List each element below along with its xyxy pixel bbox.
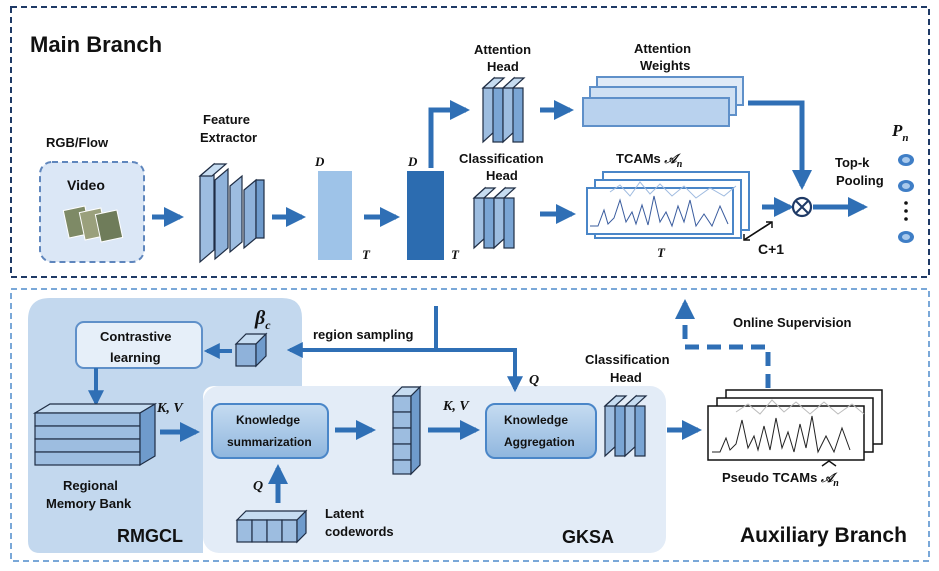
- tcams-stack-icon: [586, 171, 750, 239]
- contrastive-label-1: Contrastive: [100, 329, 172, 344]
- attention-weights-label-2: Weights: [640, 58, 690, 73]
- rmgcl-label: RMGCL: [117, 526, 183, 546]
- aux-classification-label-2: Head: [610, 370, 642, 385]
- knowledge-aggregation-box: [485, 403, 597, 459]
- feature-extractor-label-1: Feature: [203, 112, 250, 127]
- kv-label-2: K, V: [442, 399, 470, 414]
- dim-d-label-2: D: [407, 154, 418, 169]
- dim-t-label-2: T: [451, 247, 460, 262]
- feature-extractor-label-2: Extractor: [200, 130, 257, 145]
- aux-classification-label-1: Classification: [585, 352, 670, 367]
- main-branch-frame: [10, 6, 930, 278]
- region-sampling-label: region sampling: [313, 327, 413, 342]
- dim-t-label-1: T: [362, 247, 371, 262]
- attention-head-label-2: Head: [487, 59, 519, 74]
- knowledge-summarization-label-1: Knowledge: [236, 413, 300, 427]
- c-plus-one-arrow: [743, 221, 773, 241]
- aux-classification-head-icon: [603, 394, 648, 458]
- multiply-icon: [791, 196, 813, 218]
- gksa-label: GKSA: [562, 527, 614, 547]
- output-dots-icon: [898, 154, 914, 243]
- dim-d-label-1: D: [314, 154, 325, 169]
- beta-label: βc: [254, 307, 271, 332]
- output-subscript: n: [902, 132, 908, 144]
- kv-label-1: K, V: [156, 401, 184, 416]
- latent-codewords-icon: [235, 509, 308, 544]
- latent-codewords-label-1: Latent: [325, 506, 365, 521]
- c-plus-one-label: C+1: [758, 241, 784, 257]
- input-label: RGB/Flow: [46, 135, 109, 150]
- contrastive-learning-box: [75, 321, 203, 369]
- arrow-to-attention: [428, 100, 470, 168]
- q-label-top: Q: [529, 373, 539, 388]
- classification-head-icon: [472, 186, 517, 250]
- beta-vector-icon: [234, 332, 268, 368]
- video-frames-icon: [62, 205, 124, 243]
- knowledge-aggregation-label-1: Knowledge: [504, 413, 568, 427]
- pseudo-hat-mark: [821, 460, 837, 467]
- topk-label-2: Pooling: [836, 173, 884, 188]
- memory-bank-label-1: Regional: [63, 478, 118, 493]
- online-supervision-label: Online Supervision: [733, 315, 852, 330]
- attention-head-icon: [481, 76, 526, 144]
- pseudo-subscript: n: [833, 478, 839, 489]
- online-supervision-arrow: [675, 299, 771, 388]
- feature-extractor-icon: [198, 162, 265, 264]
- attention-weights-label-1: Attention: [634, 41, 691, 56]
- knowledge-summarization-label-2: summarization: [227, 435, 312, 449]
- feature-map-dark: [407, 171, 444, 260]
- contrastive-label-2: learning: [110, 350, 161, 365]
- beta-subscript: c: [265, 318, 271, 332]
- main-branch-title: Main Branch: [30, 32, 162, 57]
- summarized-vector-icon: [391, 385, 422, 476]
- memory-bank-label-2: Memory Bank: [46, 496, 132, 511]
- arrow-weights-multiply: [748, 100, 812, 190]
- auxiliary-branch-frame: [10, 288, 930, 562]
- pseudo-tcams-icon: [707, 389, 883, 461]
- tcams-dim-t: T: [657, 245, 666, 260]
- classification-head-label-2: Head: [486, 168, 518, 183]
- latent-codewords-label-2: codewords: [325, 524, 394, 539]
- video-label: Video: [67, 177, 105, 193]
- pseudo-tcams-label: Pseudo TCAMs 𝒜n: [722, 470, 839, 489]
- classification-head-label-1: Classification: [459, 151, 544, 166]
- tcams-subscript: n: [677, 159, 683, 170]
- knowledge-summarization-box: [211, 403, 329, 459]
- feature-map-light: [318, 171, 352, 260]
- knowledge-aggregation-label-2: Aggregation: [504, 435, 575, 449]
- topk-label-1: Top-k: [835, 155, 870, 170]
- memory-bank-icon: [32, 402, 158, 467]
- q-line-to-aggregation: [436, 348, 523, 393]
- output-label: Pn: [891, 121, 909, 144]
- q-label-bottom: Q: [253, 479, 263, 494]
- auxiliary-branch-title: Auxiliary Branch: [740, 524, 907, 547]
- tcams-label: TCAMs 𝒜n: [616, 151, 683, 170]
- attention-head-label-1: Attention: [474, 42, 531, 57]
- attention-weights-icon: [582, 76, 744, 127]
